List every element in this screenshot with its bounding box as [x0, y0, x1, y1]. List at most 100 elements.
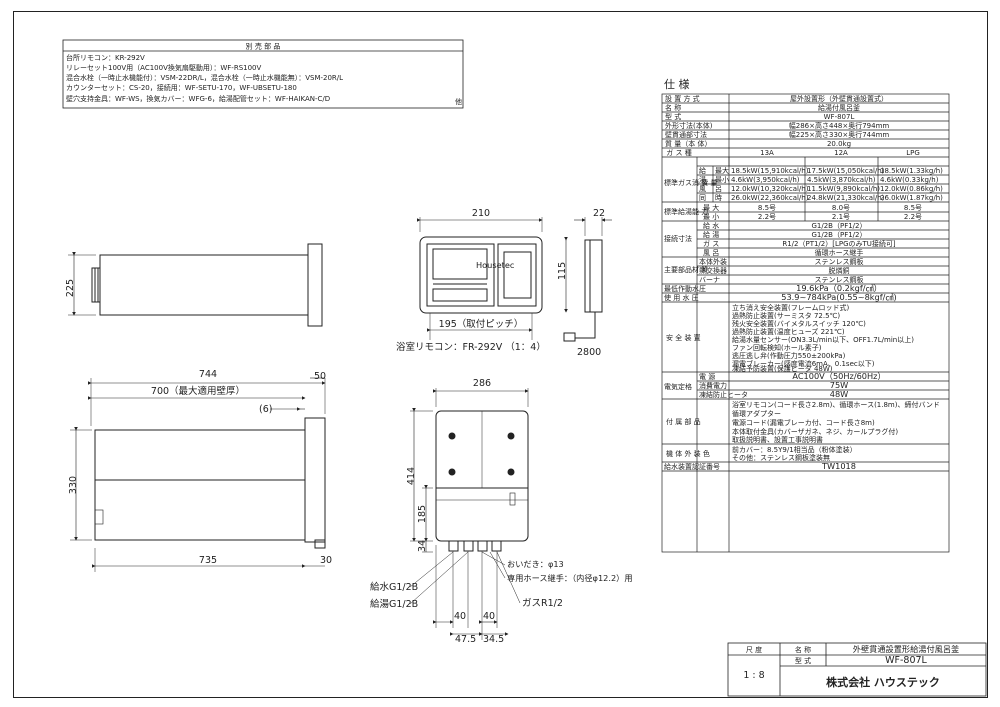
safety-item: 凍結予防装置(保護ヒータ 48W) [732, 364, 833, 373]
name-value: 外壁貫通設置形給湯付風呂釜 [853, 644, 959, 654]
spec-gas-header: ガ ス 種 13A 12A LPG [666, 148, 920, 157]
color-item: 前カバー：8.5Y9/1相当品（粉体塗装） [732, 445, 857, 454]
acc-item: 取扱説明書、設置工事説明書 [732, 435, 823, 444]
side-view-lower [70, 377, 326, 572]
dim-34: 34 [417, 540, 428, 552]
dim-286: 286 [473, 378, 491, 389]
consume-cell: 11.5kW(9,890kcal/h) [807, 185, 880, 193]
gas-type-label: ガ ス 種 [666, 148, 691, 157]
sheet-border [13, 11, 988, 698]
elec-cell: 75W [830, 380, 849, 390]
elec-cell: 凍結防止ヒータ [699, 390, 748, 399]
dim-185: 185 [417, 505, 428, 523]
consume-cell: 同 [699, 194, 706, 202]
consume-cell: 最大 [715, 166, 729, 175]
parts-row: 混合水栓（一時止水機能付）：VSM-22DR/L，混合水栓（一時止水機能無）：V… [66, 73, 343, 82]
mat-label: 主要部品材 質 [664, 265, 708, 274]
consume-cell: 18.5kW(1.33kg/h) [880, 167, 943, 175]
callout-hot: 給湯G1/2B [370, 598, 418, 610]
dim-47-5: 47.5 [455, 634, 476, 645]
spec-safety: 安 全 装 置 立ち消え安全装置(フレームロッド式) 過熱防止装置(サーミスタ … [666, 303, 914, 373]
callout-water: 給水G1/2B [370, 581, 418, 593]
consume-cell: 4.6kW(0.33kg/h) [880, 176, 939, 184]
spec-value: WF-807L [824, 113, 855, 121]
spec-electric: 電気定格 電 源 AC100V（50Hz/60Hz） 消費電力 75W 凍結防止… [664, 371, 886, 399]
parts-row: カウンターセット：CS-20，接続用：WF-SETU-170，WF-UBSETU… [66, 83, 297, 92]
elec-cell: AC100V（50Hz/60Hz） [792, 371, 885, 381]
consume-label: 標準ガス消 費 量 [664, 178, 717, 187]
min-pressure-label: 最低作動水圧 [664, 284, 706, 293]
model-header: 型 式 [795, 656, 811, 665]
spec-title: 仕 様 [664, 77, 690, 91]
gas-lpg: LPG [906, 149, 920, 157]
scale-value: 1 : 8 [743, 670, 764, 681]
dim-40a: 40 [454, 611, 466, 622]
spec-value: 幅286×高さ448×奥行794mm [789, 121, 890, 130]
dim-6: (6) [259, 404, 272, 415]
spec-label: 壁貫通部寸法 [665, 130, 707, 139]
color-item: その他：ステンレス鋼板塗装無 [732, 453, 830, 462]
bath-remote-front [417, 217, 543, 340]
acc-item: 本体取付金具(カバーザガネ、ネジ、カールプラグ付) [732, 427, 898, 436]
conn-label: 接続寸法 [664, 234, 692, 243]
elec-cell: 48W [830, 389, 849, 399]
scale-header: 尺 度 [746, 645, 762, 654]
safety-item: 漏電ブレーカー(感度電流6mA、0.1sec以下) [732, 359, 875, 368]
dim-330: 330 [68, 476, 79, 494]
title-block [727, 642, 987, 697]
callout-hose: 専用ホース継手：（内径φ12.2）用 [507, 573, 633, 583]
consume-cell: 風 [699, 185, 706, 193]
dim-735: 735 [199, 555, 217, 566]
consume-cell: 18.5kW(15,910kcal/h) [731, 167, 809, 175]
spec-color: 機 体 外 装 色 前カバー：8.5Y9/1相当品（粉体塗装） その他：ステンレ… [666, 445, 857, 462]
side-view-upper [68, 243, 323, 327]
mat-cell: バーナ [699, 276, 720, 284]
main-unit-front [409, 388, 529, 640]
conn-cell: R1/2（PT1/2）[LPGのみTU接続可] [782, 239, 896, 248]
conn-cell: 風 呂 [703, 249, 719, 257]
use-pressure-value: 53.9~784kPa(0.55~8kgf/㎠) [781, 292, 897, 302]
acc-label: 付 属 部 品 [666, 417, 701, 426]
color-label: 機 体 外 装 色 [666, 449, 710, 458]
consume-cell: 12.0kW(0.86kg/h) [880, 185, 943, 193]
dim-30: 30 [320, 555, 332, 566]
consume-cell: 湯 [699, 175, 706, 184]
name-header: 名 称 [795, 645, 811, 654]
safety-item: 逃圧逃し弁(作動圧力550±200kPa) [732, 351, 846, 360]
parts-row: リレーセット100V用（AC100V換気扇駆動用）：WF-RS100V [66, 63, 261, 72]
dim-414: 414 [406, 467, 417, 485]
consume-cell: 26.0kW(1.87kg/h) [880, 194, 943, 202]
consume-cell: 17.5kW(15,050kcal/h) [807, 167, 885, 175]
acc-item: 浴室リモコン(コード長さ2.8m)、循環ホース(1.8m)、締付バンド [732, 400, 940, 409]
ability-label: 標準給湯能 力 [664, 207, 708, 216]
acc-item: 循環アダプター [732, 409, 781, 418]
gas-13a: 13A [760, 149, 774, 157]
spec-label: 外形寸法(本体) [665, 121, 713, 130]
spec-basic-rows: 設 置 方 式 屋外設置形（外壁貫通設置式） 名 称 給湯付風呂釜 型 式 WF… [665, 94, 889, 148]
spec-ability: 標準給湯能 力 最 大 8.5号 8.0号 8.5号 最 小 2.2号 2.1号… [664, 203, 922, 221]
dim-700: 700（最大適用壁厚） [151, 385, 245, 397]
mat-cell: ステンレス鋼板 [815, 275, 864, 284]
safety-item: 立ち消え安全装置(フレームロッド式) [732, 303, 850, 312]
dim-225: 225 [65, 279, 76, 297]
safety-item: 残火安全装置(バイメタルスイッチ 120℃) [732, 319, 866, 328]
gas-12a: 12A [834, 149, 848, 157]
conn-cell: 給 湯 [703, 230, 719, 239]
dim-210: 210 [472, 208, 490, 219]
dim-2800: 2800 [577, 347, 601, 358]
optional-parts-table [62, 39, 464, 109]
model-value: WF-807L [885, 655, 927, 666]
ability-cell: 8.5号 [758, 204, 776, 212]
brand-logo-text: Housetec [476, 260, 514, 270]
ability-cell: 最 大 [703, 203, 719, 212]
spec-materials: 主要部品材 質 本体外装 ステンレス鋼板 熱交換器 脱燐銅 バーナ ステンレス鋼… [664, 257, 864, 284]
conn-cell: G1/2B（PF1/2） [811, 222, 866, 230]
elec-label: 電気定格 [664, 382, 692, 391]
dim-744: 744 [199, 369, 217, 380]
spec-value: 給湯付風呂釜 [818, 103, 860, 112]
spec-consumption: 標準ガス消 費 量 給 最大 18.5kW(15,910kcal/h) 17.5… [664, 166, 943, 202]
spec-label: 型 式 [665, 112, 681, 121]
parts-row: 壁穴支持金具：WF-WS，換気カバー：WFG-6，給湯配管セット：WF-HAIK… [66, 94, 330, 103]
consume-cell: 26.0kW(22,360kcal/h) [731, 194, 809, 202]
